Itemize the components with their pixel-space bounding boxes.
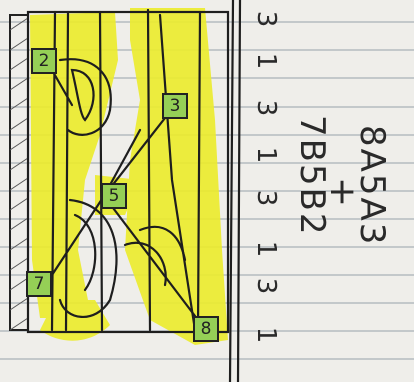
notation-bottom: 8A5A3 [352,125,392,245]
digit-4: 1 [251,140,281,170]
digit-3: 3 [251,93,281,123]
diagram-label-8: 8 [193,316,219,342]
digit-8: 1 [251,320,281,350]
diagram-label-2: 2 [31,48,57,74]
digit-2: 1 [251,46,281,76]
diagram-label-3: 3 [162,93,188,119]
digit-6: 1 [251,234,281,264]
digit-7: 3 [251,271,281,301]
digit-5: 3 [251,183,281,213]
digit-1: 3 [251,4,281,34]
diagram-label-5: 5 [101,183,127,209]
diagram-label-7: 7 [26,271,52,297]
